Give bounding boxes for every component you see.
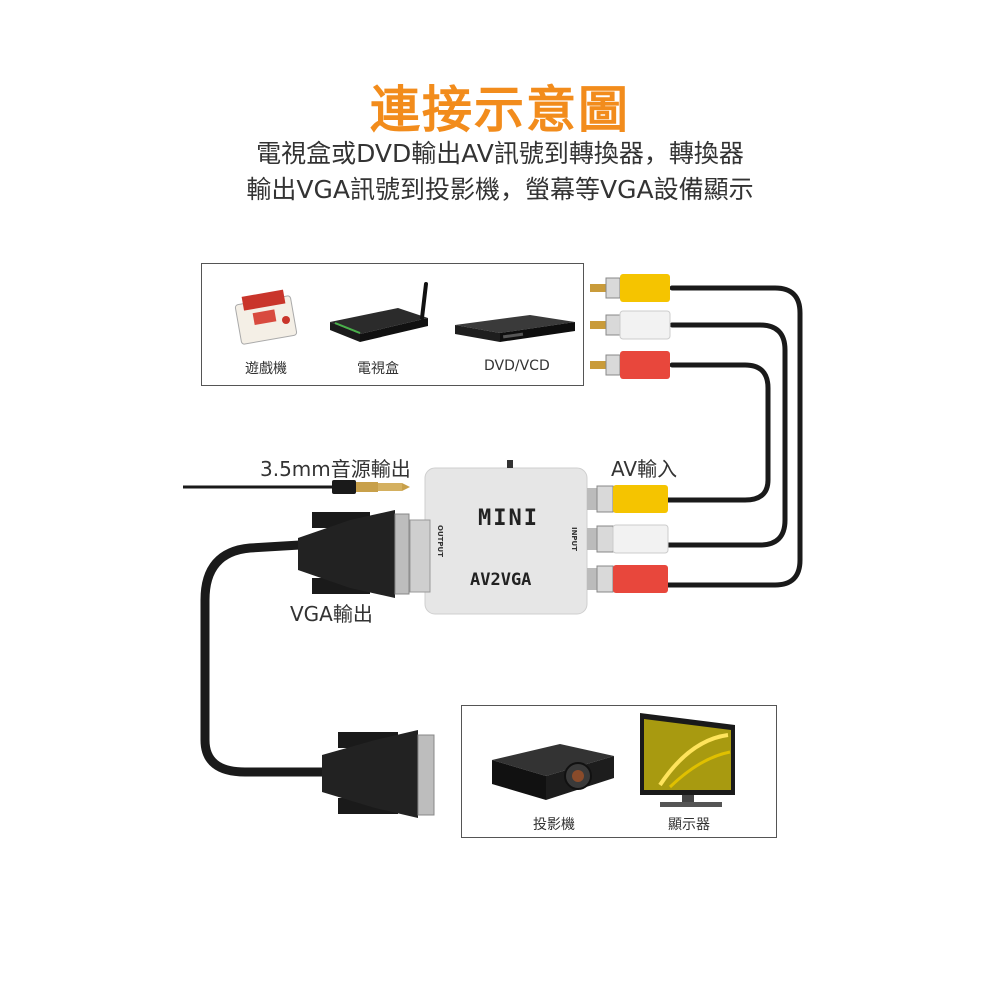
- subtitle-line-1: 電視盒或DVD輸出AV訊號到轉換器，轉換器: [256, 139, 744, 168]
- projector-caption: 投影機: [533, 817, 575, 833]
- converter-box: [409, 460, 597, 615]
- page-title: 連接示意圖: [370, 81, 630, 139]
- vga-cable: [200, 540, 330, 777]
- monitor-icon: [640, 713, 735, 807]
- subtitle-line-2: 輸出VGA訊號到投影機，螢幕等VGA設備顯示: [246, 175, 754, 204]
- converter-model: AV2VGA: [470, 570, 532, 590]
- converter-brand: MINI: [478, 506, 539, 531]
- cable-yellow: [665, 285, 803, 588]
- audio-jack-plug: [332, 480, 410, 494]
- rca-plugs-source: [590, 274, 671, 379]
- vga-connector-top: [298, 510, 410, 598]
- vga-connector-bottom: [322, 730, 435, 818]
- cable-red: [665, 362, 771, 503]
- tv-box-caption: 電視盒: [357, 361, 399, 377]
- game-console-caption: 遊戲機: [245, 361, 287, 377]
- dvd-caption: DVD/VCD: [484, 358, 550, 374]
- monitor-caption: 顯示器: [668, 817, 710, 833]
- game-console-icon: [234, 289, 298, 345]
- vga-out-label: VGA輸出: [290, 602, 373, 626]
- output-port-label: OUTPUT: [436, 525, 444, 557]
- rca-plugs-converter: [596, 485, 669, 593]
- rca-cables: [665, 285, 803, 588]
- tv-box-icon: [330, 282, 428, 342]
- av-in-label: AV輸入: [611, 457, 678, 481]
- input-port-label: INPUT: [570, 526, 579, 552]
- audio-out-label: 3.5mm音源輸出: [260, 457, 411, 481]
- dvd-player-icon: [455, 315, 575, 342]
- cable-white: [665, 322, 788, 548]
- projector-icon: [492, 744, 614, 800]
